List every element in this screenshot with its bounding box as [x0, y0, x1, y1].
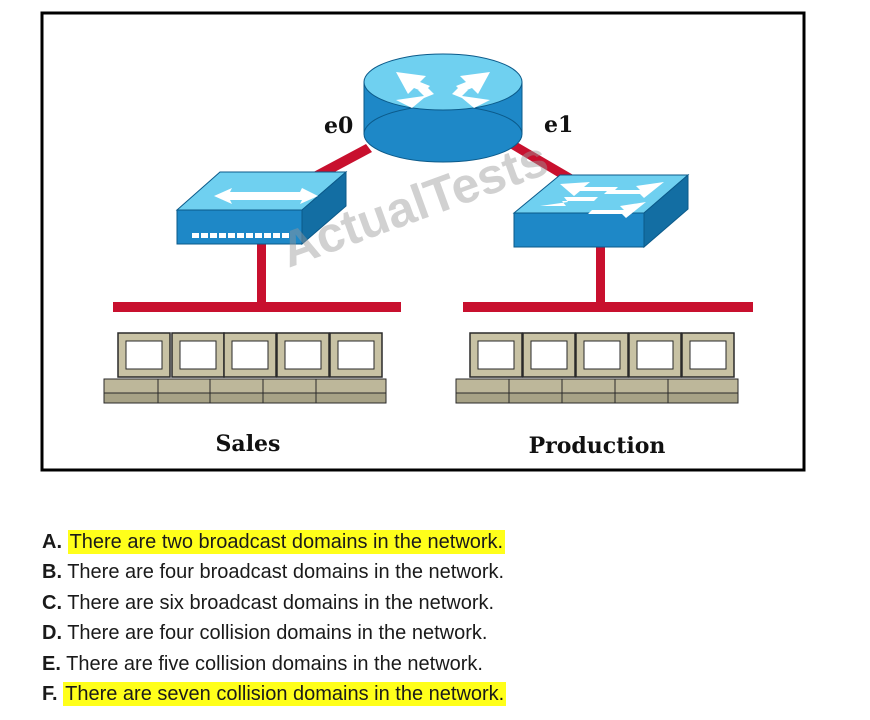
production-bus	[463, 302, 753, 312]
interface-label-e1: e1	[544, 112, 573, 138]
interface-label-e0: e0	[324, 113, 353, 139]
option-letter: F.	[42, 682, 58, 705]
option-text: There are two broadcast domains in the n…	[67, 530, 506, 554]
production-workstations	[455, 332, 739, 404]
switch-right-arrows-icon	[540, 182, 664, 218]
option-letter: C.	[42, 591, 62, 614]
switch-left-ports	[192, 233, 289, 238]
option-text: There are four broadcast domains in the …	[67, 561, 505, 584]
link-router-switch-right	[508, 141, 575, 183]
option-a[interactable]: A. There are two broadcast domains in th…	[42, 528, 506, 558]
segment-label-production: Production	[529, 433, 666, 459]
sales-bus	[113, 302, 401, 312]
option-c[interactable]: C. There are six broadcast domains in th…	[42, 589, 506, 619]
link-switch-right-bus	[596, 246, 605, 304]
option-text: There are four collision domains in the …	[67, 622, 488, 645]
switch-left-arrow-icon	[214, 188, 318, 204]
sales-workstations	[103, 332, 387, 404]
switch-left	[175, 170, 348, 246]
option-f[interactable]: F. There are seven collision domains in …	[42, 680, 507, 710]
option-e[interactable]: E. There are five collision domains in t…	[42, 650, 506, 680]
option-text: There are five collision domains in the …	[66, 652, 483, 675]
link-switch-left-bus	[257, 240, 266, 304]
option-text: There are seven collision domains in the…	[63, 681, 507, 706]
option-text: There are six broadcast domains in the n…	[67, 591, 495, 614]
option-b[interactable]: B. There are four broadcast domains in t…	[42, 558, 506, 588]
option-letter: B.	[42, 561, 62, 584]
network-diagram: ActualTests e0 e1 Sales Production	[40, 11, 806, 472]
option-letter: D.	[42, 622, 62, 645]
router-arrows-icon	[396, 72, 490, 108]
router	[363, 53, 523, 163]
segment-label-sales: Sales	[216, 431, 281, 457]
option-d[interactable]: D. There are four collision domains in t…	[42, 619, 506, 649]
option-letter: A.	[42, 531, 62, 553]
switch-right	[512, 173, 690, 249]
option-letter: E.	[42, 652, 61, 675]
answer-options: A. There are two broadcast domains in th…	[42, 528, 507, 710]
